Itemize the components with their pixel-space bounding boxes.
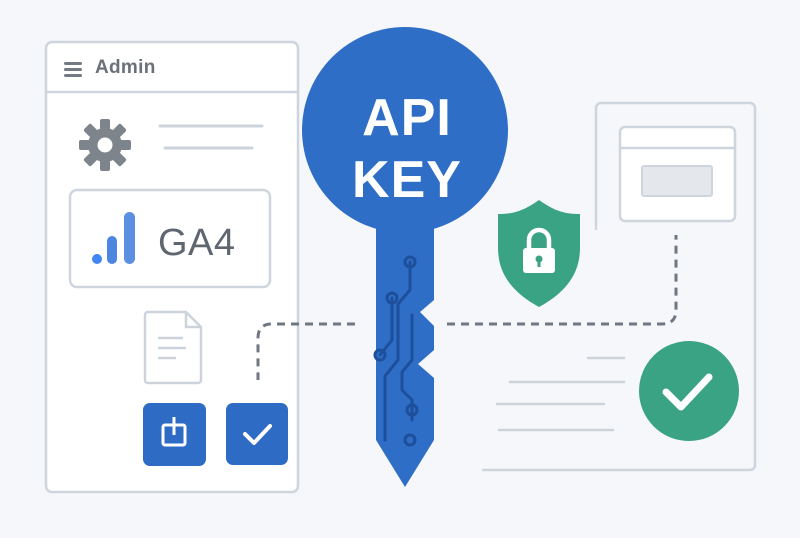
dashed-connector-right <box>447 235 678 326</box>
api-key-label-line1: API <box>362 89 452 147</box>
check-circle-icon <box>639 341 739 441</box>
check-button[interactable] <box>226 403 288 465</box>
gear-icon[interactable] <box>79 119 131 171</box>
ga4-label: GA4 <box>158 222 236 264</box>
hamburger-menu-icon[interactable] <box>64 62 82 77</box>
api-key <box>302 27 508 487</box>
shield-lock-icon <box>498 200 580 307</box>
upload-button[interactable] <box>143 403 206 466</box>
right-text-lines <box>495 356 626 432</box>
upload-icon <box>161 417 187 447</box>
admin-title: Admin <box>95 57 156 78</box>
browser-window-icon <box>618 125 737 223</box>
dashed-connector-left <box>256 322 355 380</box>
document-icon <box>143 310 203 385</box>
api-key-label-line2: KEY <box>352 151 462 209</box>
gear-text-lines <box>158 124 264 150</box>
checkbox-check-icon <box>243 424 272 445</box>
bar-chart-icon <box>92 212 135 264</box>
right-panel <box>482 101 757 472</box>
ga4-card[interactable] <box>68 188 272 289</box>
